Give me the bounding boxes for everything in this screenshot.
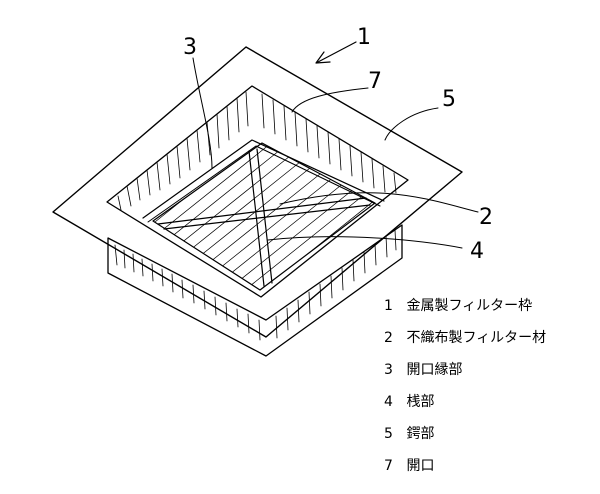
- legend-number: 1: [384, 298, 393, 314]
- callout-2: 2: [479, 205, 493, 230]
- callout-5: 5: [442, 87, 456, 112]
- legend-text: 開口: [406, 458, 435, 474]
- leader-lines: [192, 57, 479, 249]
- legend-text: 開口縁部: [406, 362, 463, 378]
- legend-number: 7: [384, 458, 393, 474]
- legend-item: 5 鍔部: [384, 418, 594, 450]
- box-side-hatching: [114, 229, 397, 341]
- callout-3: 3: [183, 35, 197, 60]
- arrow-1: [315, 41, 357, 64]
- legend-item: 4 桟部: [384, 386, 594, 418]
- legend-number: 3: [384, 362, 393, 378]
- callout-4: 4: [470, 239, 484, 264]
- legend-number: 4: [384, 394, 393, 410]
- callout-1: 1: [357, 25, 371, 50]
- flange-outline: [52, 46, 463, 338]
- legend-text: 鍔部: [406, 426, 435, 442]
- opening-edge-outline: [106, 85, 409, 298]
- legend-number: 5: [384, 426, 393, 442]
- legend-text: 不織布製フィルター材: [406, 330, 547, 346]
- legend-text: 桟部: [406, 394, 435, 410]
- legend-item: 7 開口: [384, 450, 594, 482]
- crossbars: [157, 148, 371, 287]
- callout-7: 7: [368, 69, 382, 94]
- legend-text: 金属製フィルター枠: [406, 298, 533, 314]
- box-body: [107, 224, 403, 357]
- legend-item: 3 開口縁部: [384, 354, 594, 386]
- inner-wall-hatching: [117, 91, 397, 211]
- legend: 1 金属製フィルター枠 2 不織布製フィルター材 3 開口縁部 4 桟部 5 鍔…: [384, 290, 594, 482]
- inner-lip: [142, 139, 385, 219]
- filter-media: [152, 142, 376, 291]
- legend-item: 2 不織布製フィルター材: [384, 322, 594, 354]
- legend-number: 2: [384, 330, 393, 346]
- legend-item: 1 金属製フィルター枠: [384, 290, 594, 322]
